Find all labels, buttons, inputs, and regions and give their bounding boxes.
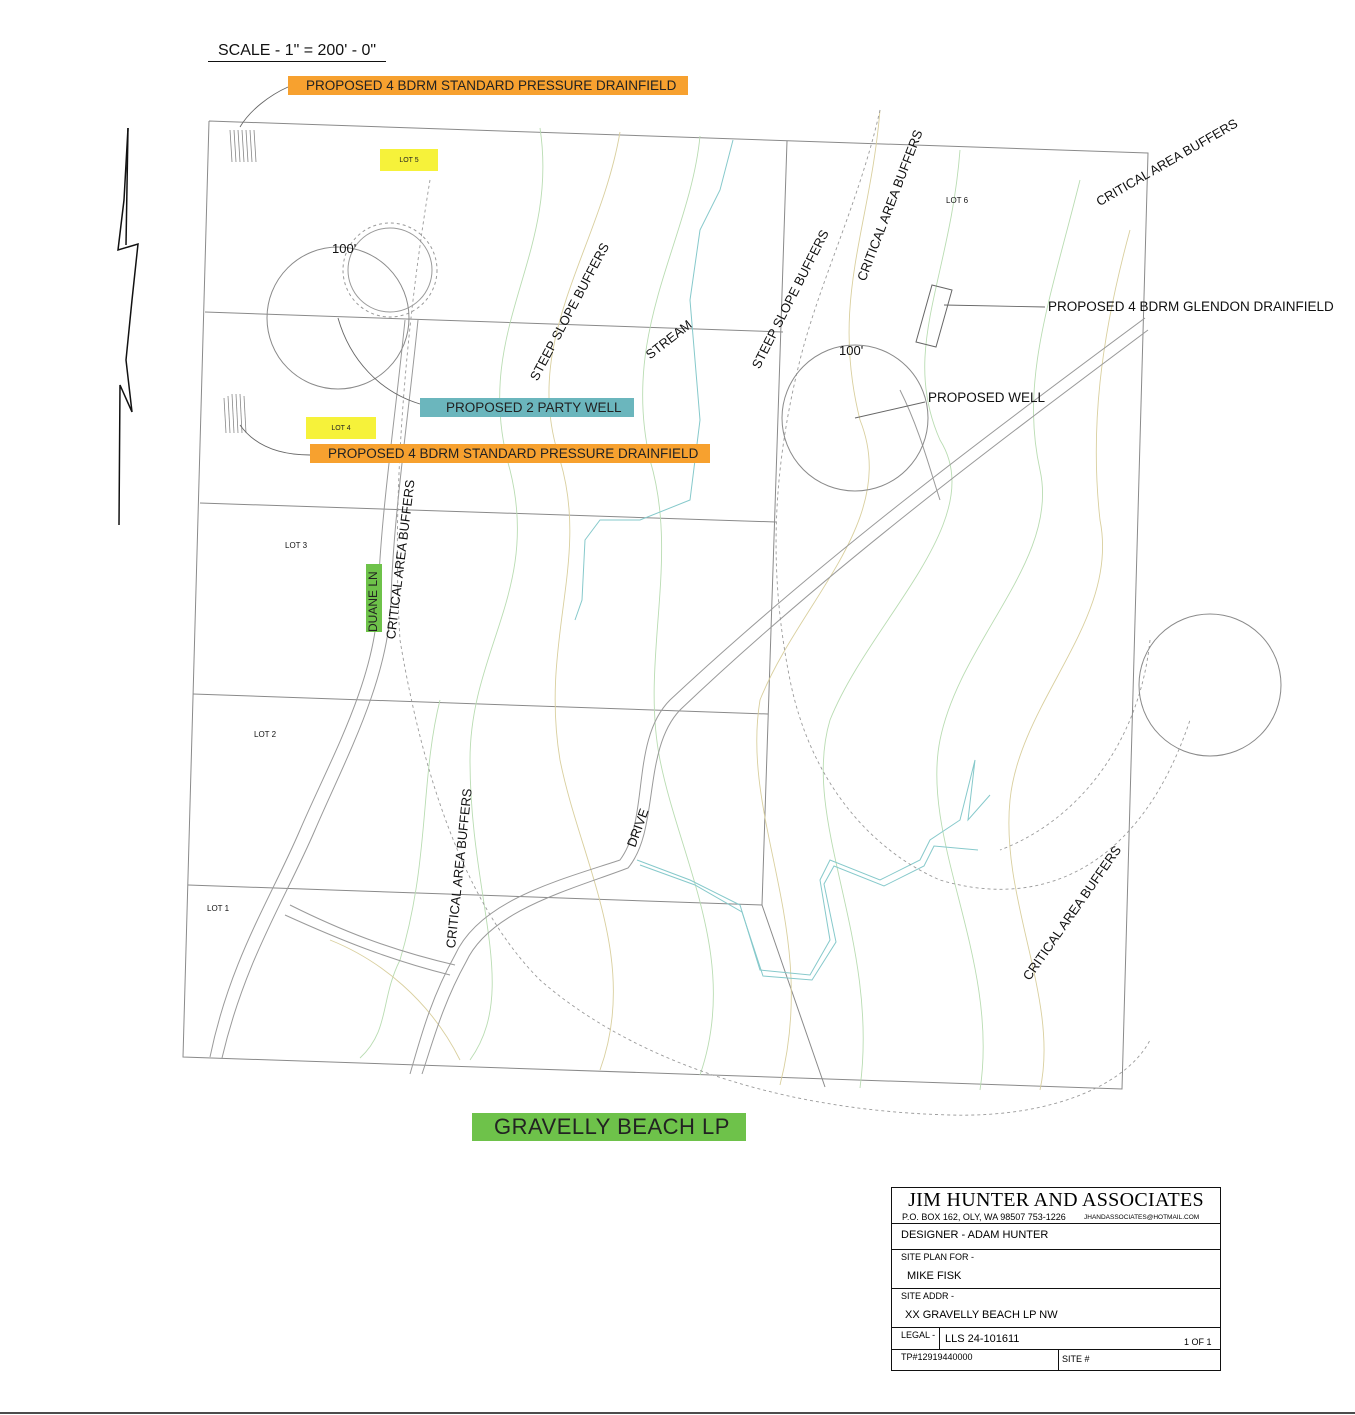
contour-lines <box>329 109 1131 1091</box>
drainfield-hatch-lot5 <box>229 129 257 163</box>
radius-label-east: 100' <box>839 343 864 358</box>
lot-2-label: LOT 2 <box>254 730 277 739</box>
site-plan-for-value: MIKE FISK <box>907 1270 962 1282</box>
lot-3-label: LOT 3 <box>285 541 308 550</box>
well-radius-circles <box>266 246 1282 757</box>
legal-label: LEGAL - <box>901 1330 936 1340</box>
lot-6-label: LOT 6 <box>946 196 969 205</box>
leader-lines <box>239 86 1046 456</box>
proposed-well-label: PROPOSED WELL <box>928 390 1046 405</box>
firm-email: JHANDASSOCIATES@HOTMAIL.COM <box>1084 1214 1200 1221</box>
firm-address: P.O. BOX 162, OLY, WA 98507 753-1226 <box>902 1212 1066 1222</box>
designer-field: DESIGNER - ADAM HUNTER <box>901 1229 1049 1241</box>
legal-value: LLS 24-101611 <box>945 1333 1020 1345</box>
stream-line <box>574 139 991 981</box>
glendon-drainfield-label: PROPOSED 4 BDRM GLENDON DRAINFIELD <box>1048 299 1334 314</box>
site-addr-label: SITE ADDR - <box>901 1291 955 1301</box>
drainfield-lot4-label: PROPOSED 4 BDRM STANDARD PRESSURE DRAINF… <box>310 444 711 463</box>
lot-1-label: LOT 1 <box>207 904 230 913</box>
site-plan-for-label: SITE PLAN FOR - <box>901 1252 975 1262</box>
radius-label-west: 100' <box>332 241 357 256</box>
drive-road <box>409 317 1149 1075</box>
tax-parcel-number: TP#12919440000 <box>901 1352 973 1362</box>
lot-5-label: LOT 5 <box>380 149 438 171</box>
sheet-number: 1 OF 1 <box>1184 1337 1212 1347</box>
north-arrow-icon <box>117 127 139 526</box>
scale-label: SCALE - 1" = 200' - 0" <box>208 42 387 62</box>
glendon-drainfield-rect <box>915 284 953 348</box>
site-number-label: SITE # <box>1062 1354 1090 1364</box>
lot-4-label: LOT 4 <box>306 417 376 439</box>
duane-ln-road <box>209 222 456 1059</box>
drainfield-lot5-label: PROPOSED 4 BDRM STANDARD PRESSURE DRAINF… <box>288 76 689 95</box>
parcel-boundary <box>182 120 1149 1090</box>
site-addr-value: XX GRAVELLY BEACH LP NW <box>905 1309 1058 1321</box>
title-block: JIM HUNTER AND ASSOCIATES P.O. BOX 162, … <box>891 1187 1221 1371</box>
party-well-label: PROPOSED 2 PARTY WELL <box>420 398 634 417</box>
duane-ln-label: DUANE LN <box>366 564 382 632</box>
gravelly-beach-lp-label: GRAVELLY BEACH LP <box>472 1113 746 1141</box>
drainfield-hatch-lot4 <box>223 393 247 434</box>
critical-area-buffer-lines <box>396 109 1191 1116</box>
firm-name: JIM HUNTER AND ASSOCIATES <box>908 1189 1204 1211</box>
